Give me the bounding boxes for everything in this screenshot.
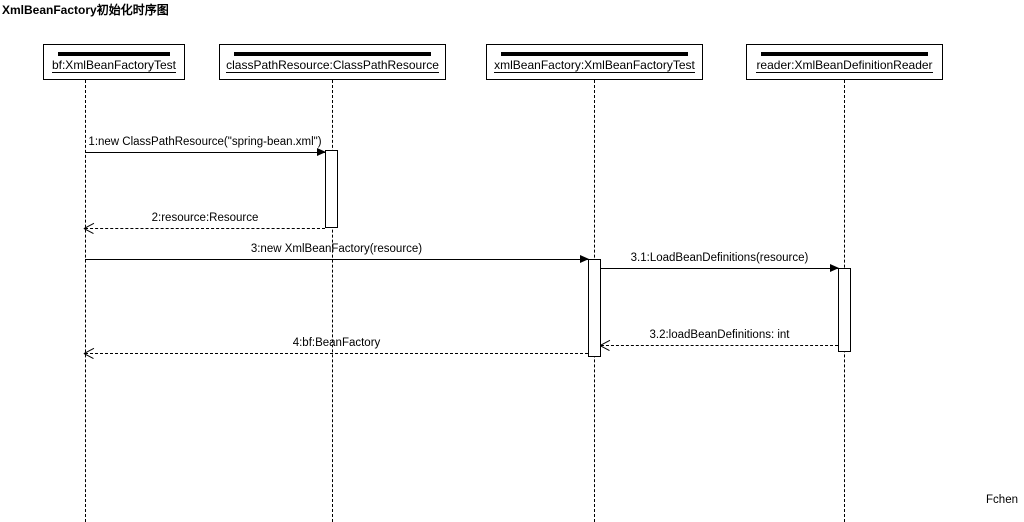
lifeline-accent-bar xyxy=(234,51,431,56)
lifeline-box-xmlBeanFactory[interactable]: xmlBeanFactory:XmlBeanFactoryTest xyxy=(486,44,703,80)
page-title: XmlBeanFactory初始化时序图 xyxy=(2,3,169,17)
watermark-label: Fchen xyxy=(986,494,1018,506)
lifeline-label-bf: bf:XmlBeanFactoryTest xyxy=(51,57,177,73)
message-label-1: 1:new ClassPathResource("spring-bean.xml… xyxy=(88,136,322,148)
lifeline-label-classPathResource: classPathResource:ClassPathResource xyxy=(226,57,439,73)
message-line-3 xyxy=(85,259,588,260)
message-line-2 xyxy=(85,228,325,229)
lifeline-accent-bar xyxy=(58,51,170,56)
message-label-3.1: 3.1:LoadBeanDefinitions(resource) xyxy=(630,252,809,264)
lifeline-label-reader: reader:XmlBeanDefinitionReader xyxy=(756,57,933,73)
lifeline-box-classPathResource[interactable]: classPathResource:ClassPathResource xyxy=(219,44,446,80)
message-label-3.2: 3.2:loadBeanDefinitions: int xyxy=(649,329,790,341)
activation-bar-reader[interactable] xyxy=(838,268,851,352)
message-line-1 xyxy=(85,152,325,153)
lifeline-bf: bf:XmlBeanFactoryTest xyxy=(43,44,185,522)
lifeline-box-bf[interactable]: bf:XmlBeanFactoryTest xyxy=(43,44,185,80)
message-line-3.1 xyxy=(601,268,838,269)
lifeline-stem-classPathResource xyxy=(332,80,333,522)
lifeline-accent-bar xyxy=(761,51,928,56)
lifeline-xmlBeanFactory: xmlBeanFactory:XmlBeanFactoryTest xyxy=(486,44,703,522)
lifeline-reader: reader:XmlBeanDefinitionReader xyxy=(746,44,943,522)
message-label-4: 4:bf:BeanFactory xyxy=(292,337,381,349)
activation-bar-xmlBeanFactory[interactable] xyxy=(588,259,601,357)
lifeline-classPathResource: classPathResource:ClassPathResource xyxy=(219,44,446,522)
message-line-4 xyxy=(85,353,588,354)
arrowhead-filled-icon xyxy=(317,148,326,156)
arrowhead-filled-icon xyxy=(830,264,839,272)
lifeline-box-reader[interactable]: reader:XmlBeanDefinitionReader xyxy=(746,44,943,80)
lifeline-accent-bar xyxy=(501,51,688,56)
message-label-3: 3:new XmlBeanFactory(resource) xyxy=(250,243,423,255)
message-label-2: 2:resource:Resource xyxy=(151,212,259,224)
message-line-3.2 xyxy=(601,345,838,346)
arrowhead-filled-icon xyxy=(580,255,589,263)
lifeline-stem-bf xyxy=(85,80,86,522)
activation-bar-classPathResource[interactable] xyxy=(325,150,338,228)
lifeline-label-xmlBeanFactory: xmlBeanFactory:XmlBeanFactoryTest xyxy=(494,57,695,73)
